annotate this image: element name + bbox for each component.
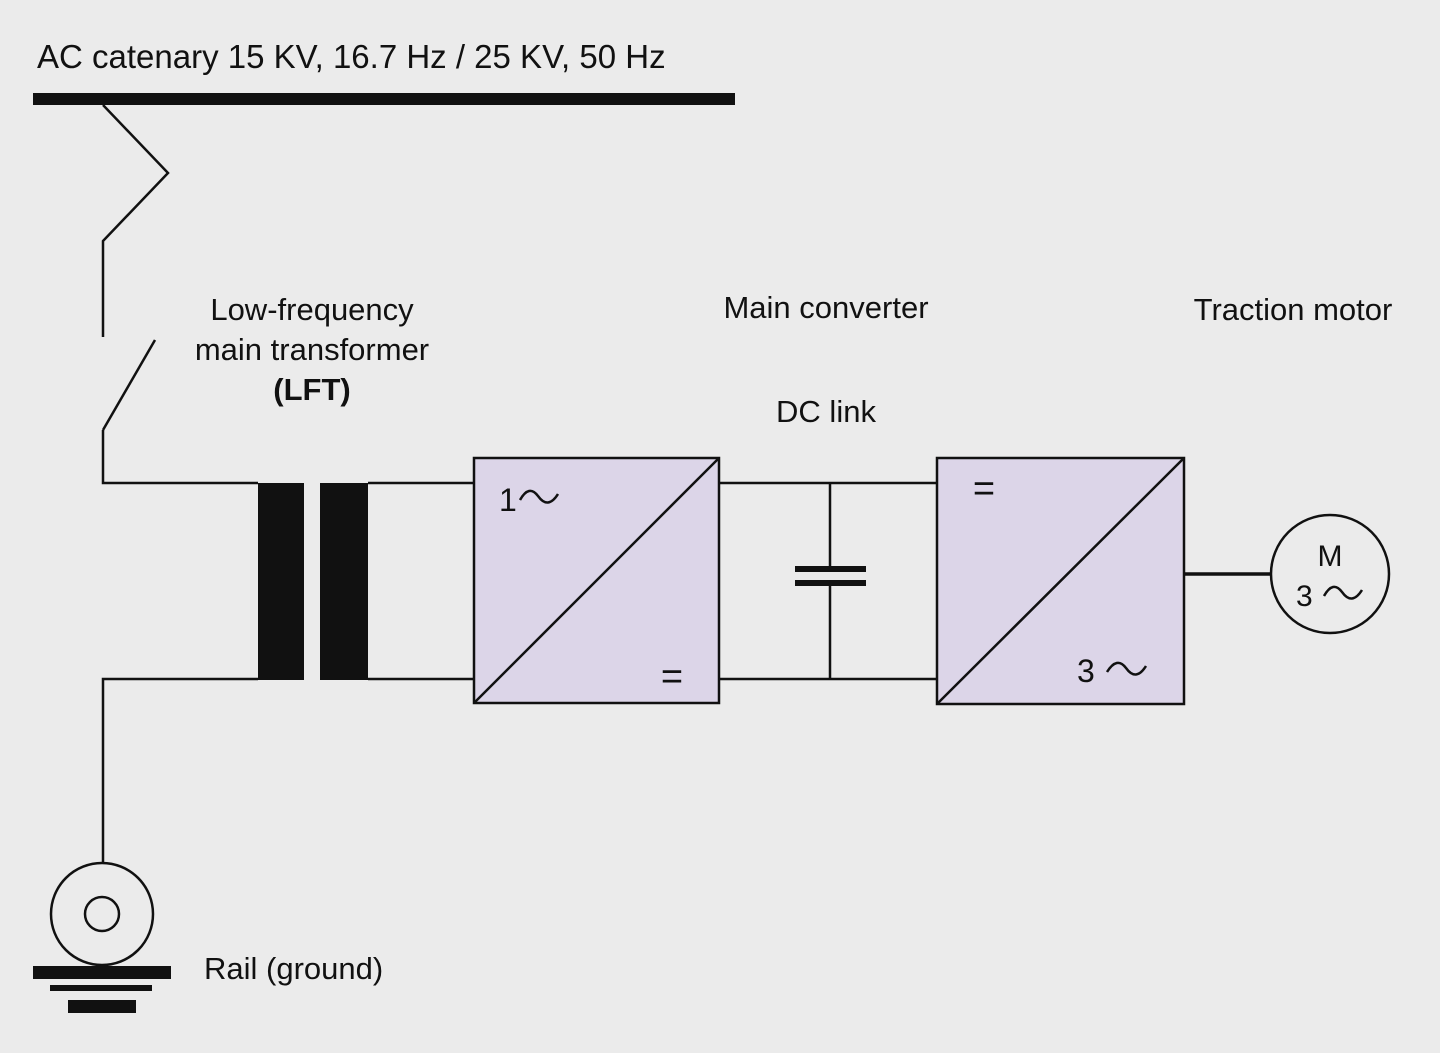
rectifier-output-label: = — [661, 656, 683, 698]
inverter-output-label: 3 — [1077, 653, 1095, 689]
transformer-label-line2: main transformer — [195, 332, 429, 367]
transformer-label-abbr: (LFT) — [273, 372, 350, 407]
main-switch — [101, 339, 157, 431]
wire-switch-to-transformer — [101, 430, 258, 485]
wire-transformer-to-rail — [101, 677, 258, 864]
catenary-label: AC catenary 15 KV, 16.7 Hz / 25 KV, 50 H… — [37, 38, 666, 75]
inverter-input-label: = — [973, 468, 995, 510]
inverter-block: = 3 — [935, 456, 1186, 706]
rail-wheel — [49, 861, 155, 967]
motor-phases: 3 — [1296, 580, 1313, 613]
ac-sine-icon — [1322, 585, 1364, 600]
transformer-secondary-winding — [320, 483, 368, 680]
pantograph — [101, 104, 170, 337]
ac-sine-icon — [518, 489, 560, 504]
transformer-primary-winding — [258, 483, 304, 680]
traction-motor-label: Traction motor — [1194, 292, 1393, 327]
catenary-bar — [33, 93, 735, 105]
dc-link-label: DC link — [776, 394, 876, 429]
rectifier-block: 1 = — [472, 456, 721, 705]
main-converter-label: Main converter — [723, 290, 928, 325]
ac-sine-icon — [1105, 661, 1148, 676]
transformer-label-line1: Low-frequency — [210, 292, 414, 327]
motor-letter: M — [1318, 540, 1343, 573]
rail-label: Rail (ground) — [204, 951, 383, 986]
ground-symbol — [33, 966, 171, 1013]
traction-motor: M 3 — [1269, 513, 1391, 635]
rectifier-input-label: 1 — [499, 482, 517, 518]
dc-link-capacitor — [795, 483, 866, 679]
